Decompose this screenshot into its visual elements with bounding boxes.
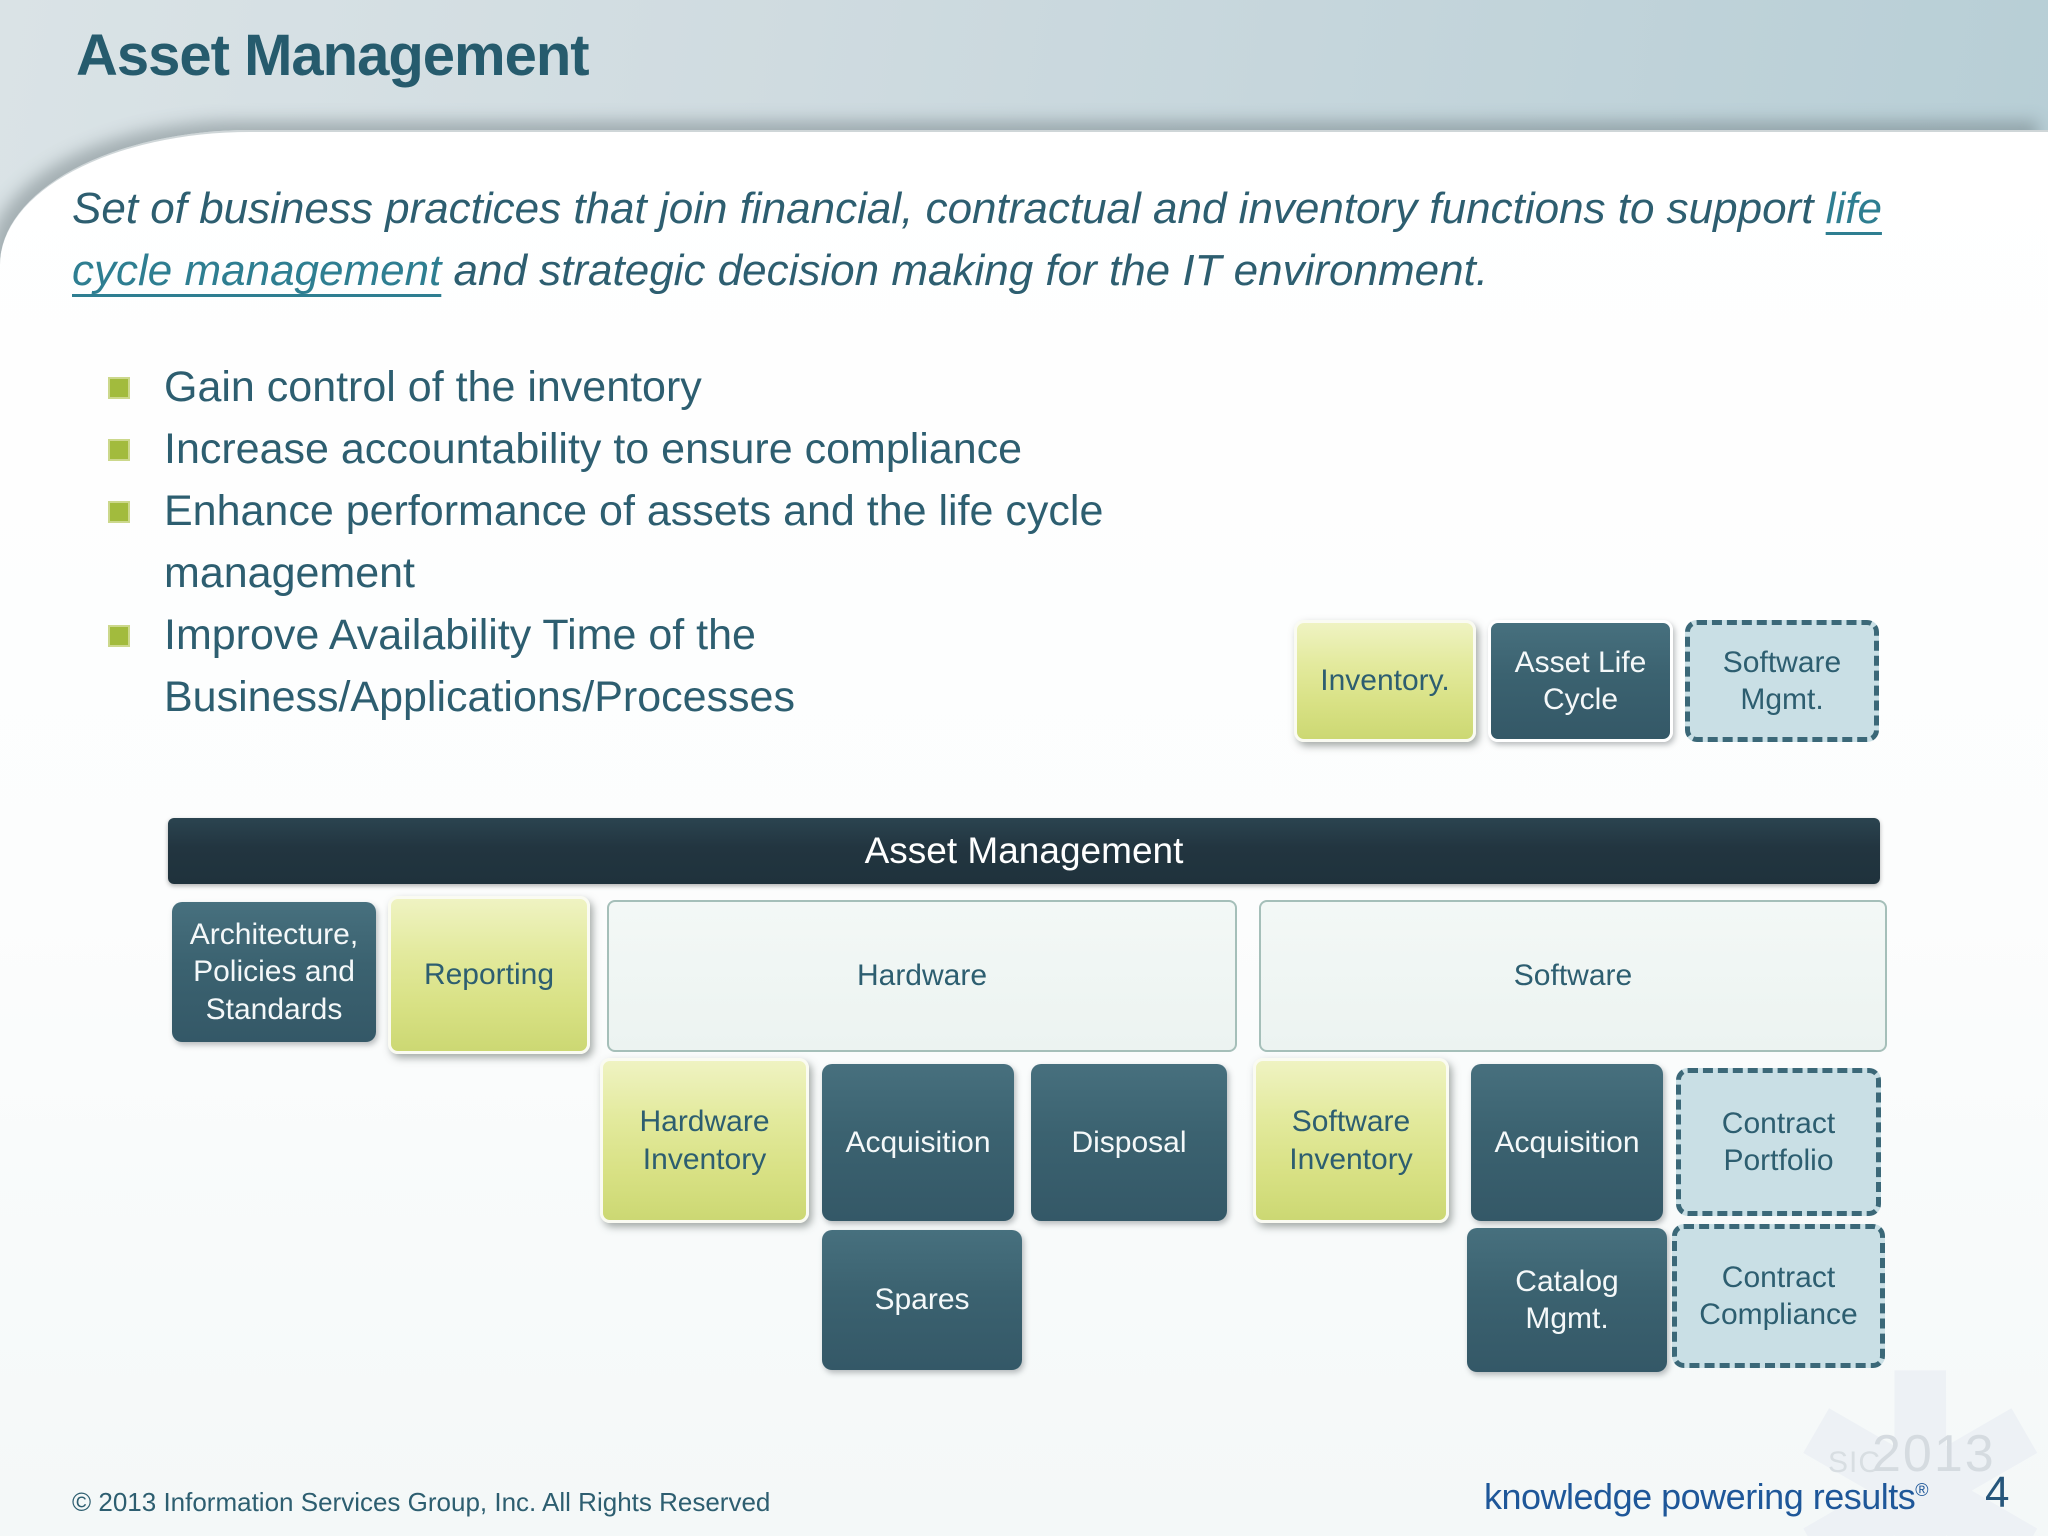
intro-text-after: and strategic decision making for the IT… bbox=[441, 246, 1489, 296]
square-bullet-icon bbox=[108, 377, 130, 399]
diagram-container-software: Software bbox=[1259, 900, 1887, 1052]
diagram-box-reporting: Reporting bbox=[388, 896, 590, 1054]
diagram-box-hardware-inventory: Hardware Inventory bbox=[600, 1058, 809, 1223]
legend-box-inventory: Inventory. bbox=[1294, 620, 1476, 742]
life-cycle-management-link[interactable]: life cycle management bbox=[72, 184, 1882, 296]
diagram-box-hardware-acquisition: Acquisition bbox=[822, 1064, 1014, 1221]
bullet-text: Improve Availability Time of the Busines… bbox=[164, 611, 795, 721]
bullet-item: Improve Availability Time of the Busines… bbox=[108, 604, 1348, 728]
diagram-box-disposal: Disposal bbox=[1031, 1064, 1227, 1221]
legend-box-asset-life-cycle: Asset Life Cycle bbox=[1488, 620, 1673, 742]
diagram-box-catalog-mgmt: Catalog Mgmt. bbox=[1467, 1228, 1667, 1372]
bullet-item: Enhance performance of assets and the li… bbox=[108, 480, 1348, 604]
bullet-text: Gain control of the inventory bbox=[164, 363, 702, 411]
legend-box-software-mgmt: Software Mgmt. bbox=[1685, 620, 1879, 742]
square-bullet-icon bbox=[108, 625, 130, 647]
diagram-box-spares: Spares bbox=[822, 1230, 1022, 1370]
diagram-box-architecture-policies-standards: Architecture, Policies and Standards bbox=[172, 902, 376, 1042]
intro-paragraph: Set of business practices that join fina… bbox=[72, 178, 1972, 303]
bullet-item: Increase accountability to ensure compli… bbox=[108, 418, 1348, 480]
bullet-list: Gain control of the inventory Increase a… bbox=[108, 356, 1348, 728]
bullet-text: Increase accountability to ensure compli… bbox=[164, 425, 1023, 473]
isg-tagline: knowledge powering results® bbox=[1484, 1476, 1929, 1518]
square-bullet-icon bbox=[108, 501, 130, 523]
page-number: 4 bbox=[1985, 1468, 2010, 1517]
bullet-text: Enhance performance of assets and the li… bbox=[164, 487, 1104, 597]
slide-title: Asset Management bbox=[76, 23, 590, 88]
intro-text-before: Set of business practices that join fina… bbox=[72, 184, 1826, 233]
copyright-text: © 2013 Information Services Group, Inc. … bbox=[72, 1487, 771, 1517]
diagram-box-software-acquisition: Acquisition bbox=[1471, 1064, 1663, 1221]
diagram-root-asset-management: Asset Management bbox=[168, 818, 1880, 884]
diagram-box-software-inventory: Software Inventory bbox=[1253, 1058, 1449, 1223]
registered-mark-icon: ® bbox=[1915, 1480, 1929, 1500]
square-bullet-icon bbox=[108, 439, 130, 461]
bullet-item: Gain control of the inventory bbox=[108, 356, 1348, 418]
diagram-box-contract-compliance: Contract Compliance bbox=[1672, 1224, 1885, 1368]
diagram-box-contract-portfolio: Contract Portfolio bbox=[1676, 1068, 1881, 1216]
tagline-text: knowledge powering results bbox=[1484, 1476, 1916, 1517]
diagram-container-hardware: Hardware bbox=[607, 900, 1237, 1052]
